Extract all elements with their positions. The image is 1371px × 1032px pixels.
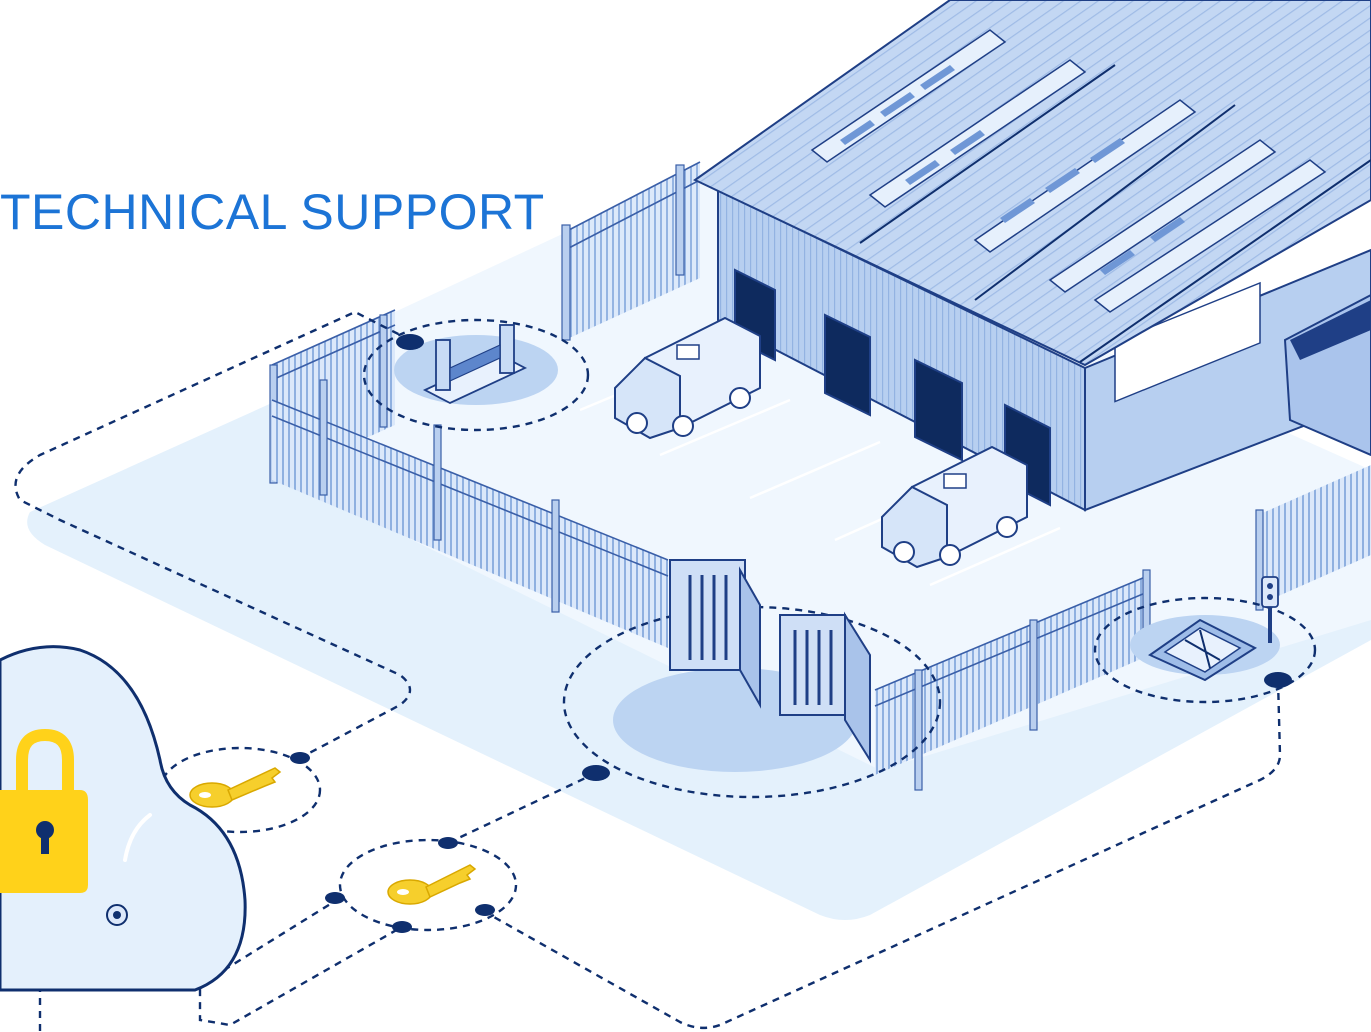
key-icon bbox=[338, 838, 518, 932]
fence-icon bbox=[561, 161, 701, 341]
padlock-icon bbox=[0, 728, 88, 893]
barrier-icon bbox=[362, 318, 590, 432]
network-lines bbox=[14, 310, 1282, 1032]
van-icon bbox=[614, 316, 761, 440]
fence-icon bbox=[874, 465, 1371, 791]
gate-icon bbox=[562, 559, 942, 799]
page-title: TECHNICAL SUPPORT bbox=[0, 184, 545, 240]
fence-icon bbox=[271, 379, 669, 648]
network-nodes bbox=[290, 334, 1292, 933]
bollard-icon bbox=[1093, 596, 1317, 704]
van-icon bbox=[881, 445, 1028, 569]
traffic-light-icon bbox=[1261, 576, 1279, 643]
cloud-icon bbox=[0, 645, 247, 992]
